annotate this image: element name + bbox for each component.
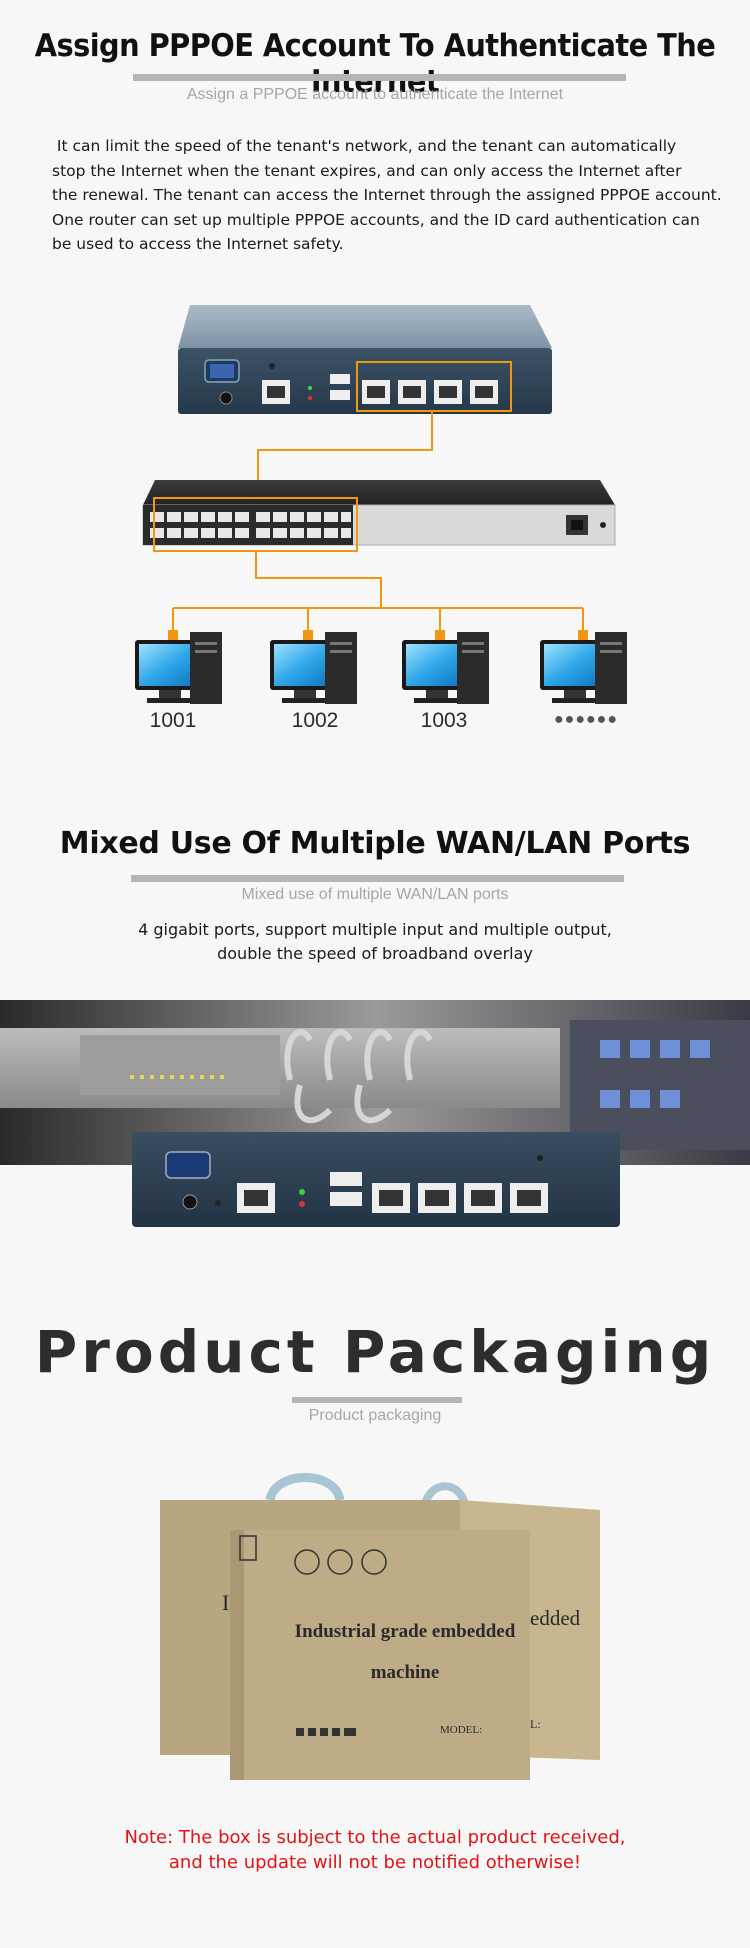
section-title-ports: Mixed Use Of Multiple WAN/LAN Ports: [59, 826, 691, 861]
box-back-model: L:: [530, 1717, 541, 1731]
title-underline: [133, 74, 626, 81]
client-label: 1001: [149, 709, 197, 732]
packaging-boxes-image: edded L: I Industrial grade embedded mac…: [160, 1473, 600, 1780]
box-side-letter: I: [222, 1590, 229, 1615]
ports-description: 4 gigabit ports, support multiple input …: [0, 918, 750, 966]
client-label-more: ●●●●●●: [554, 711, 618, 728]
section-subtitle-ports: Mixed use of multiple WAN/LAN ports: [241, 886, 509, 903]
computer-icon: [270, 632, 357, 704]
description-line: One router can set up multiple PPPOE acc…: [52, 210, 700, 229]
ports-description-line2: double the speed of broadband overlay: [217, 944, 533, 963]
box-back-text: edded: [530, 1606, 581, 1630]
ports-product-photo: [0, 1000, 750, 1240]
network-switch: [142, 480, 616, 552]
description-line: stop the Internet when the tenant expire…: [52, 161, 682, 180]
title-underline: [292, 1397, 462, 1403]
router-front-panel: [132, 1132, 620, 1227]
computer-icon: [540, 632, 627, 704]
computer-icon: [135, 632, 222, 704]
certification-marks-icon: [296, 1728, 356, 1736]
box-text-line1: Industrial grade embedded: [295, 1621, 516, 1642]
ports-description-line1: 4 gigabit ports, support multiple input …: [138, 920, 612, 939]
client-label: 1003: [420, 709, 468, 732]
box-model-label: MODEL:: [440, 1724, 482, 1736]
section-title-packaging: Product Packaging: [34, 1318, 716, 1386]
client-label: 1002: [291, 709, 339, 732]
pppoe-description: It can limit the speed of the tenant's n…: [52, 134, 732, 257]
section-subtitle-pppoe: Assign a PPPOE account to authenticate t…: [186, 86, 564, 103]
section-title-pppoe: Assign PPPOE Account To Authenticate The…: [34, 28, 716, 100]
disclaimer-line2: and the update will not be notified othe…: [168, 1852, 582, 1873]
computer-icon: [402, 632, 489, 704]
disclaimer-note: Note: The box is subject to the actual p…: [0, 1825, 750, 1875]
network-diagram: [135, 305, 627, 704]
router-lan-ports: [362, 380, 498, 404]
description-line: the renewal. The tenant can access the I…: [52, 186, 722, 204]
router-device: [178, 305, 552, 414]
disclaimer-line1: Note: The box is subject to the actual p…: [124, 1827, 626, 1848]
title-underline: [131, 875, 624, 882]
box-text-line2: machine: [371, 1662, 440, 1683]
section-subtitle-packaging: Product packaging: [308, 1407, 442, 1424]
description-line: It can limit the speed of the tenant's n…: [52, 137, 677, 155]
description-line: be used to access the Internet safety.: [52, 235, 344, 253]
